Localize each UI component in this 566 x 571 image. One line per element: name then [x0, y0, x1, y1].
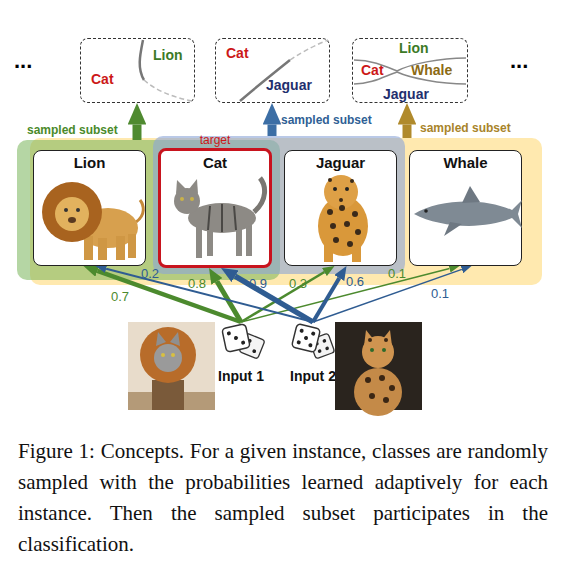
subset-boundary-box: CatJaguar	[215, 38, 330, 103]
dice-symbol	[309, 333, 335, 359]
dice-symbol	[291, 323, 320, 352]
class-name: Whale	[410, 154, 521, 171]
class-region-label: Jaguar	[266, 77, 312, 93]
class-box: Jaguar	[284, 150, 397, 266]
input-photo	[362, 336, 394, 368]
class-name: Cat	[161, 154, 269, 171]
input-photo	[384, 338, 388, 342]
subset-label: sampled subset	[420, 122, 511, 136]
class-box: Whale	[409, 150, 522, 266]
dice-symbol	[325, 346, 330, 351]
input-photo	[140, 327, 196, 383]
dice-symbol	[317, 349, 322, 354]
input-photo	[370, 348, 374, 352]
target-class-box: targetCat	[158, 148, 272, 268]
input-photo	[368, 338, 372, 342]
class-region-label: Jaguar	[383, 86, 429, 102]
class-region-label: Cat	[361, 62, 384, 78]
subset-label: sampled subset	[281, 114, 372, 128]
probability-label: 0.3	[289, 277, 307, 290]
input-photo	[335, 322, 422, 410]
input-photo	[171, 353, 175, 357]
class-region-label: Cat	[226, 45, 249, 61]
dice-symbol	[322, 339, 327, 344]
subset-boundary-box: LionCat	[80, 38, 195, 103]
dice-symbol	[222, 324, 250, 352]
dice-symbol	[311, 331, 316, 336]
ellipsis-label: ...	[14, 50, 32, 72]
class-region-label: Whale	[411, 62, 452, 78]
input-photo	[369, 393, 375, 399]
dice-symbol	[315, 341, 320, 346]
input-photo	[389, 385, 395, 391]
dice-symbol	[222, 323, 335, 359]
dice-symbol	[309, 333, 335, 359]
probability-label: 0.7	[111, 290, 129, 303]
input-photo	[364, 330, 374, 346]
subset-boundary-box: LionCat WhaleJaguar	[352, 38, 468, 103]
input-photo	[354, 368, 402, 416]
input-photo	[154, 344, 182, 372]
target-label: target	[161, 134, 269, 148]
class-region-label: Lion	[153, 47, 183, 63]
input-photo	[383, 397, 389, 403]
subset-label: sampled subset	[27, 124, 118, 138]
sampled-subset-arrow	[403, 125, 412, 139]
input-name: Input 1	[218, 368, 264, 384]
input-photo	[335, 322, 422, 416]
class-name: Jaguar	[285, 154, 396, 171]
sampled-subset-arrow	[268, 125, 277, 137]
dice-symbol	[227, 331, 232, 336]
input-photo	[365, 338, 395, 403]
dice-symbol	[304, 336, 309, 341]
dice-symbol	[291, 323, 320, 352]
probability-label: 0.9	[249, 277, 267, 290]
input-photo	[128, 322, 215, 410]
probability-label: 0.1	[388, 267, 406, 280]
input-photo	[379, 375, 385, 381]
input-photo	[128, 322, 215, 410]
input-photo	[128, 392, 215, 410]
probability-label: 0.6	[346, 275, 364, 288]
dice-symbol	[308, 343, 313, 348]
input-photo	[365, 377, 371, 383]
sampled-subset-arrow	[133, 125, 142, 141]
probability-label: 0.1	[431, 287, 449, 300]
dice-symbol	[239, 333, 265, 359]
input-photo	[382, 330, 392, 346]
class-name: Lion	[34, 154, 145, 171]
dice-symbol	[299, 328, 304, 333]
ellipsis-label: ...	[510, 50, 528, 72]
dice-symbol	[239, 333, 265, 359]
dice-symbol	[252, 349, 257, 354]
figure-caption: Figure 1: Concepts. For a given instance…	[18, 436, 548, 560]
input-photo	[161, 353, 165, 357]
input-node: Input 2	[290, 322, 336, 404]
input-photo	[152, 380, 184, 410]
dice-symbol	[247, 338, 252, 343]
input-photo	[156, 332, 166, 346]
input-photo	[170, 332, 180, 346]
dice-symbol	[234, 336, 239, 341]
input-node: Input 1	[218, 322, 264, 404]
class-region-label: Cat	[91, 71, 114, 87]
dice-symbol	[241, 340, 246, 345]
class-region-label: Lion	[399, 40, 429, 56]
input-photo	[382, 348, 386, 352]
input-name: Input 2	[290, 368, 336, 384]
probability-label: 0.8	[188, 277, 206, 290]
dice-symbol	[222, 324, 250, 352]
probability-label: 0.2	[141, 267, 159, 280]
dice-symbol	[296, 340, 301, 345]
class-box: Lion	[33, 150, 146, 266]
